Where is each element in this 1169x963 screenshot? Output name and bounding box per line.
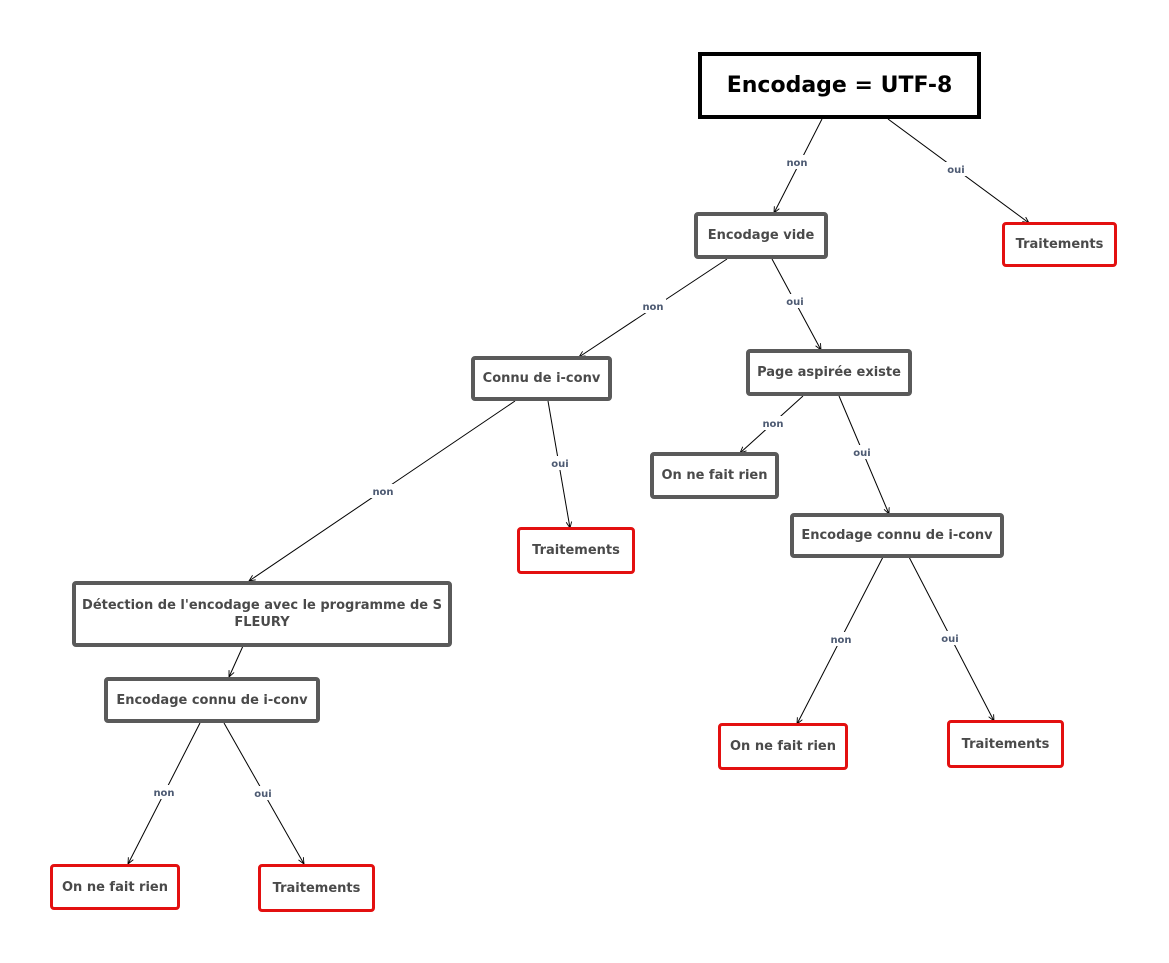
- edge-vide-to-page-aspiree: oui: [771, 258, 821, 350]
- edge-label-non: non: [762, 419, 783, 430]
- edge-vide-to-connu: non: [579, 258, 728, 357]
- node-traitements[interactable]: Traitements: [258, 864, 375, 912]
- edge-label-non: non: [153, 788, 174, 799]
- edge-connu-to-traitements: oui: [547, 400, 573, 528]
- edge-encodage-connu-to-traitements: oui: [908, 556, 994, 721]
- node-encodage-vide[interactable]: Encodage vide: [694, 212, 828, 259]
- edge-label-oui: oui: [947, 165, 964, 176]
- edge-root-to-encodage-vide: non: [774, 118, 823, 213]
- edge-page-to-rien: non: [740, 395, 804, 453]
- edge-encodage-connu-left-to-rien: non: [128, 722, 201, 864]
- edge-label-non: non: [642, 302, 663, 313]
- edge-label-oui: oui: [551, 459, 568, 470]
- node-traitements[interactable]: Traitements: [517, 527, 635, 574]
- node-encodage-utf8[interactable]: Encodage = UTF-8: [698, 52, 981, 119]
- edge-root-to-traitements: oui: [887, 118, 1029, 223]
- node-connu-de-iconv[interactable]: Connu de i-conv: [471, 356, 612, 401]
- node-on-ne-fait-rien[interactable]: On ne fait rien: [50, 864, 180, 910]
- edge-label-non: non: [830, 635, 851, 646]
- node-encodage-connu-de-iconv[interactable]: Encodage connu de i-conv: [104, 677, 320, 723]
- edge-label-non: non: [786, 158, 807, 169]
- edge-label-oui: oui: [254, 789, 271, 800]
- edge-label-oui: oui: [853, 448, 870, 459]
- edge-connu-to-detection: non: [249, 400, 516, 581]
- edge-label-oui: oui: [941, 634, 958, 645]
- edge-page-to-encodage-connu: oui: [838, 395, 889, 514]
- edge-encodage-connu-to-rien: non: [797, 556, 884, 724]
- edge-encodage-connu-left-to-traitements: oui: [223, 722, 304, 864]
- edge-detection-to-encodage-connu: [229, 645, 244, 677]
- node-traitements[interactable]: Traitements: [947, 720, 1064, 768]
- edge-label-non: non: [372, 487, 393, 498]
- node-page-aspiree-existe[interactable]: Page aspirée existe: [746, 349, 912, 396]
- node-encodage-connu-de-iconv[interactable]: Encodage connu de i-conv: [790, 513, 1004, 558]
- node-traitements[interactable]: Traitements: [1002, 222, 1117, 267]
- node-on-ne-fait-rien[interactable]: On ne fait rien: [650, 452, 779, 499]
- node-on-ne-fait-rien[interactable]: On ne fait rien: [718, 723, 848, 770]
- node-detection-encodage[interactable]: Détection de l'encodage avec le programm…: [72, 581, 452, 647]
- edge-label-oui: oui: [786, 297, 803, 308]
